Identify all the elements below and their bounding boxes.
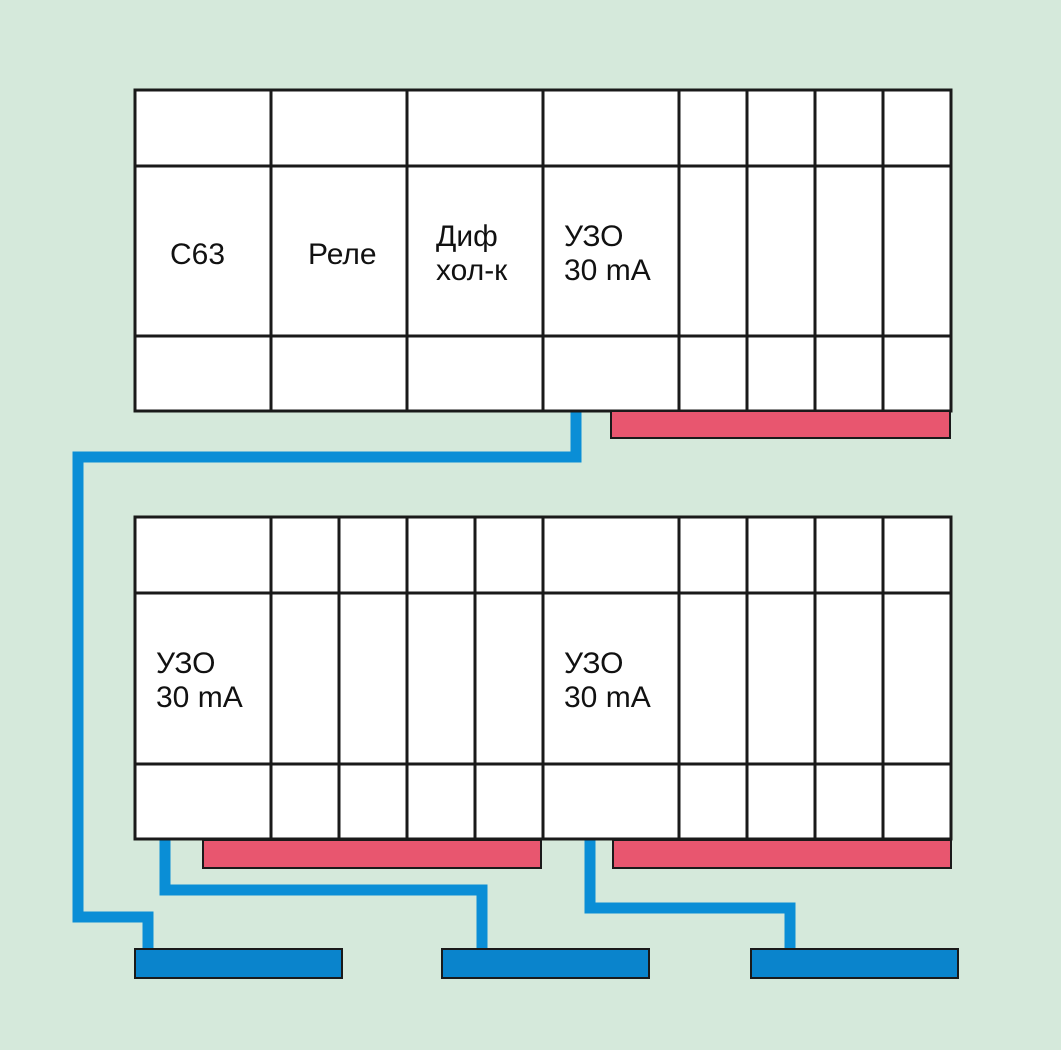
panel_top-label: Реле — [308, 238, 377, 271]
earth-bus-left — [134, 948, 343, 979]
neutral-bus-bottom-left — [202, 839, 542, 869]
label-line: УЗО — [156, 647, 216, 680]
label-line: 30 mA — [156, 681, 243, 714]
label-line: УЗО — [564, 220, 624, 253]
neutral-bus-bottom-right — [612, 839, 952, 869]
earth-bus-right — [750, 948, 959, 979]
label-line: 30 mA — [564, 681, 651, 714]
label-line: 30 mA — [564, 254, 651, 287]
earth-bus-middle — [441, 948, 650, 979]
wire-top-rcd-to-earth-bar-left — [72, 412, 582, 950]
label-line: Диф — [436, 220, 498, 253]
label-line: C63 — [170, 238, 225, 271]
panel_top-label: C63 — [170, 238, 225, 271]
label-line: хол-к — [436, 254, 508, 287]
wire-bottom-rcd-left-to-earth-bar-middle — [159, 840, 488, 950]
label-line: УЗО — [564, 647, 624, 680]
wire-bottom-rcd-right-to-earth-bar-right — [584, 840, 796, 950]
label-line: Реле — [308, 238, 377, 271]
neutral-bus-top — [610, 410, 951, 439]
